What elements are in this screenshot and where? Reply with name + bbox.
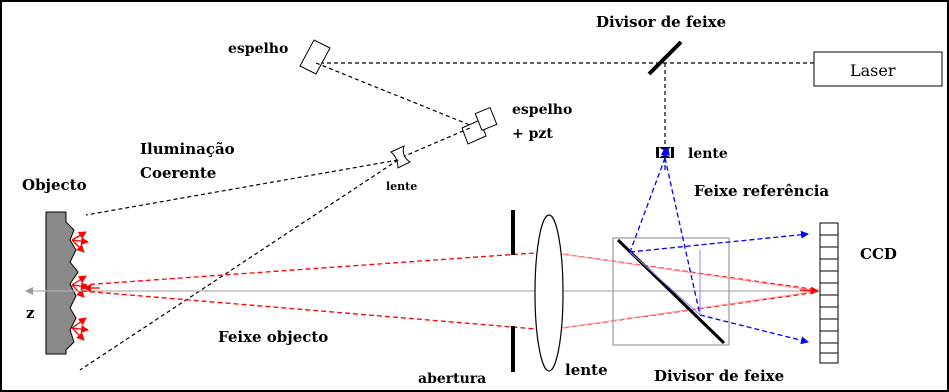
label-illumination-line1: Iluminação (140, 140, 235, 158)
label-lens-reference: lente (688, 146, 728, 162)
label-laser: Laser (850, 61, 896, 80)
label-mirror-pzt-line1: espelho (512, 102, 572, 118)
label-beam-splitter-bottom: Divisor de feixe (654, 367, 784, 385)
label-lens-imaging: lente (565, 361, 608, 379)
label-mirror: espelho (228, 41, 288, 57)
label-reference-beam: Feixe referência (694, 182, 829, 200)
label-ccd: CCD (860, 245, 897, 263)
pzt-to-lens-line (399, 127, 471, 159)
mirror-pzt (461, 107, 498, 145)
mirror-to-pzt-line (315, 62, 471, 126)
object-beam-light (547, 251, 819, 331)
label-aperture: abertura (418, 371, 486, 387)
beam-splitter-top (647, 40, 683, 76)
reference-beam-light (629, 250, 701, 316)
illumination-lens (390, 145, 411, 169)
object (45, 211, 79, 355)
illumination-beam-upper (85, 159, 399, 216)
label-object-beam: Feixe objecto (218, 328, 328, 346)
illumination-beam-lower (79, 159, 399, 371)
label-mirror-pzt-line2: + pzt (512, 126, 553, 142)
ccd-sensor (819, 222, 839, 364)
label-object: Objecto (22, 176, 87, 194)
label-lens-illumination: lente (386, 180, 417, 193)
reference-beam (629, 147, 809, 345)
label-beam-splitter-top: Divisor de feixe (596, 13, 726, 31)
laser (813, 51, 943, 87)
object-beam-arrowhead-right (799, 286, 819, 295)
label-illumination-line2: Coerente (140, 164, 216, 182)
mirror (299, 39, 331, 75)
imaging-lens (534, 214, 564, 372)
label-z-axis: z (26, 304, 35, 322)
